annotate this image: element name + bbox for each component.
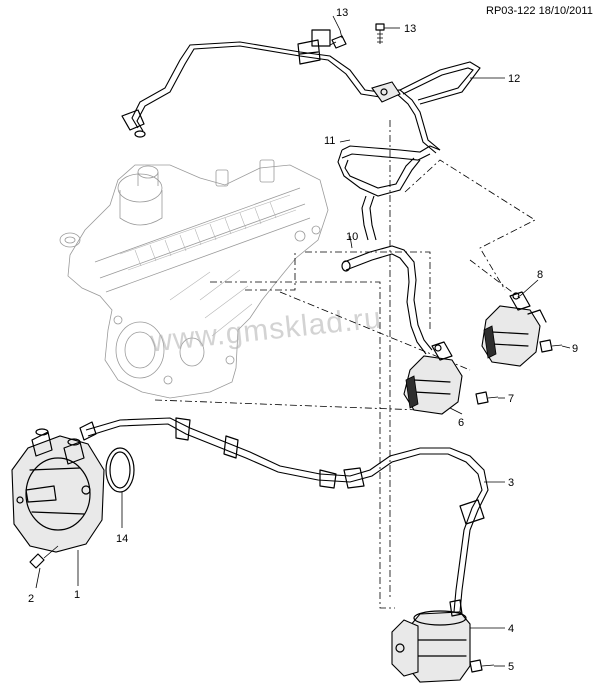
vacuum-line-3 xyxy=(79,417,489,613)
bolt-13-left xyxy=(329,35,347,49)
drawing-reference: RP03-122 18/10/2011 xyxy=(486,5,593,17)
callout-11: 11 xyxy=(324,135,335,147)
callout-labels: 13 13 12 11 10 8 9 7 6 3 14 1 2 4 5 xyxy=(28,7,578,673)
vacuum-hose-10 xyxy=(341,245,433,355)
bolt-9 xyxy=(539,339,563,353)
bolt-5 xyxy=(469,659,495,673)
vacuum-hose-11 xyxy=(337,145,441,241)
callout-12: 12 xyxy=(508,73,520,85)
callout-8: 8 xyxy=(537,269,543,281)
leader-lines xyxy=(35,15,571,667)
callout-13-right: 13 xyxy=(404,23,416,35)
watermark-text: www.gmsklad.ru xyxy=(148,301,384,358)
callout-6: 6 xyxy=(458,417,464,429)
callout-5: 5 xyxy=(508,661,514,673)
callout-4: 4 xyxy=(508,623,514,635)
callout-9: 9 xyxy=(572,343,578,355)
callout-7: 7 xyxy=(508,393,514,405)
callout-13-left: 13 xyxy=(336,7,348,19)
bolt-13-right xyxy=(375,23,385,44)
callout-10: 10 xyxy=(346,231,358,243)
callout-2: 2 xyxy=(28,593,34,605)
callout-3: 3 xyxy=(508,477,514,489)
intake-manifold-ghost xyxy=(59,159,329,399)
solenoid-valve-6 xyxy=(403,341,463,415)
vacuum-line-upper-12 xyxy=(121,29,481,154)
callout-1: 1 xyxy=(74,589,80,601)
vacuum-pump-1 xyxy=(11,428,105,553)
bolt-7 xyxy=(475,391,499,405)
callout-14: 14 xyxy=(116,533,128,545)
bolt-2 xyxy=(29,545,59,569)
vacuum-reservoir-4 xyxy=(391,599,471,683)
o-ring-seal-14 xyxy=(105,447,135,493)
connection-lines xyxy=(154,120,536,609)
solenoid-valve-8 xyxy=(481,291,547,367)
